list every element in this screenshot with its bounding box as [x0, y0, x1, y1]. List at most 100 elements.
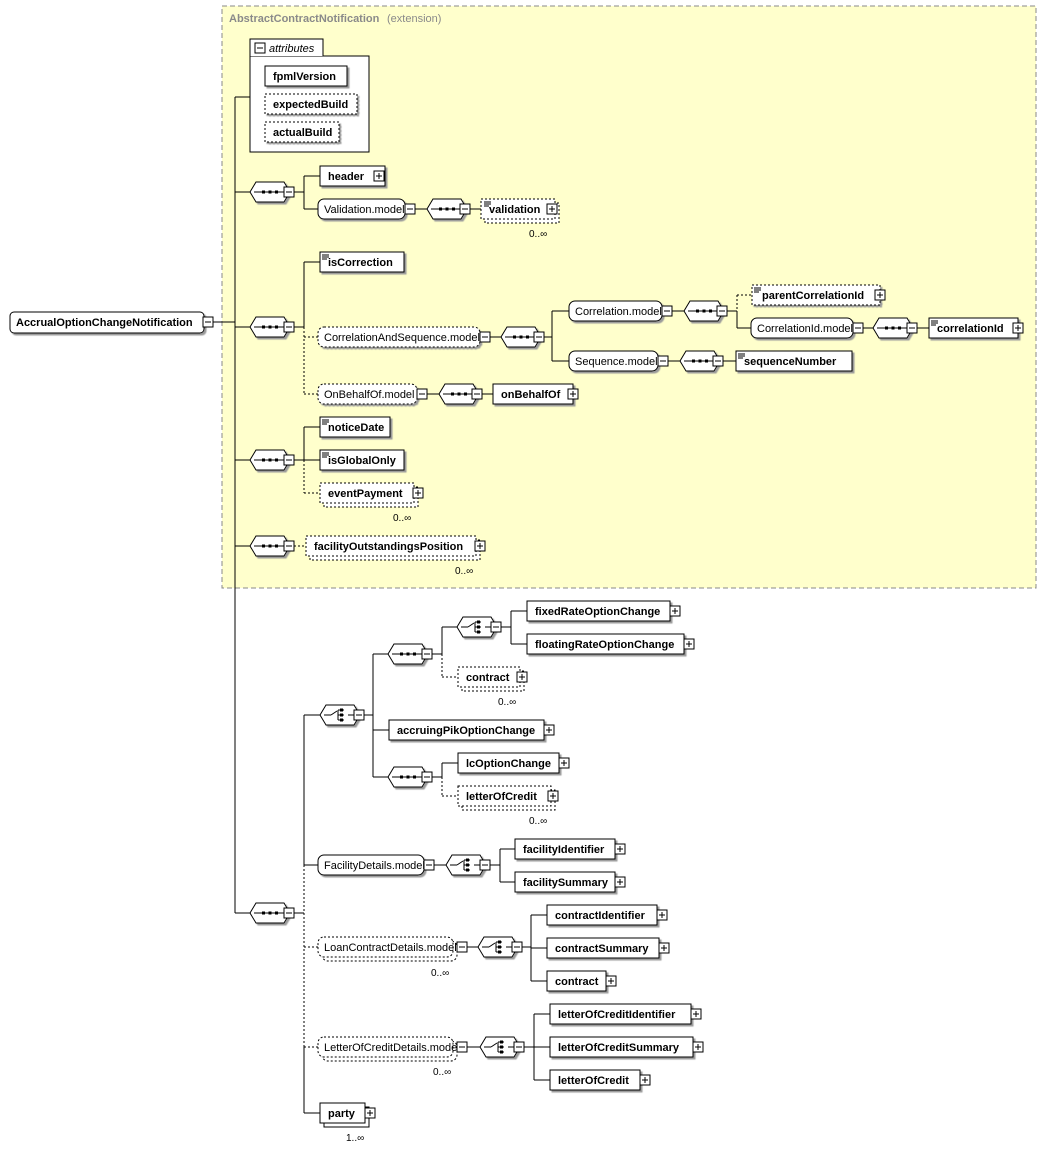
letter-of-credit-details-model-group[interactable]: LetterOfCreditDetails.model: [317, 1036, 460, 1062]
sequence-collapse-toggle[interactable]: [283, 186, 295, 198]
element-contract[interactable]: contract: [457, 666, 528, 692]
attribute-actualbuild[interactable]: [264, 121, 340, 143]
element-parentcorrelationid[interactable]: parentCorrelationId: [751, 284, 886, 306]
sequence-collapse-toggle[interactable]: [459, 203, 471, 215]
element-sequencenumber[interactable]: sequenceNumber: [735, 350, 853, 372]
element-validation[interactable]: validation: [480, 198, 560, 224]
correlation-model-group[interactable]: Correlation.model: [568, 300, 663, 322]
element-contractsummary[interactable]: contractSummary: [546, 937, 670, 959]
element-facilityoutstandingsposition[interactable]: facilityOutstandingsPosition: [305, 535, 486, 561]
sequence-model-collapse-toggle[interactable]: [657, 355, 669, 367]
choice-collapse-toggle[interactable]: [490, 621, 502, 633]
element-facilityidentifier-label: facilityIdentifier: [523, 844, 605, 856]
element-accruingpikoptionchange[interactable]: accruingPikOptionChange: [388, 719, 555, 741]
letter-of-credit-details-model-collapse-toggle[interactable]: [456, 1041, 468, 1053]
element-contractidentifier[interactable]: contractIdentifier: [546, 904, 668, 926]
choice-collapse-toggle[interactable]: [479, 859, 491, 871]
sequence-collapse-toggle[interactable]: [283, 907, 295, 919]
validation-model-collapse-toggle[interactable]: [404, 203, 416, 215]
sequence-collapse-toggle[interactable]: [283, 321, 295, 333]
element-onbehalfof[interactable]: onBehalfOf: [492, 383, 579, 405]
facility-details-model-collapse-toggle[interactable]: [423, 859, 435, 871]
element-noticedate[interactable]: noticeDate: [319, 416, 391, 438]
correlation-and-sequence-model-collapse-toggle[interactable]: [479, 331, 491, 343]
sequence-model-group[interactable]: Sequence.model: [568, 350, 659, 372]
element-facilitysummary-label: facilitySummary: [523, 877, 609, 889]
choice-collapse-toggle[interactable]: [513, 1041, 525, 1053]
connectors: [213, 96, 929, 1114]
element-facilityoutstandingsposition-label: facilityOutstandingsPosition: [314, 541, 463, 553]
choice-collapse-toggle[interactable]: [511, 941, 523, 953]
attribute-fpmlversion-label: fpmlVersion: [273, 71, 336, 83]
root-element-label: AccrualOptionChangeNotification: [16, 317, 193, 329]
expand-icon: [547, 790, 559, 802]
attributes-title: attributes: [269, 43, 315, 55]
element-letterofcredit[interactable]: letterOfCredit: [549, 1069, 651, 1091]
extension-base-label: AbstractContractNotification: [229, 13, 380, 25]
element-fixedrateoptionchange[interactable]: fixedRateOptionChange: [526, 600, 681, 622]
loan-contract-details-model-group[interactable]: LoanContractDetails.model: [317, 936, 458, 962]
model-groups: Validation.model CorrelationAndSequence.…: [317, 198, 864, 1062]
element-floatingrateoptionchange[interactable]: floatingRateOptionChange: [526, 633, 695, 655]
sequence-collapse-toggle[interactable]: [906, 322, 918, 334]
occurrence-label: 0..∞: [455, 566, 473, 577]
element-contract[interactable]: contract: [546, 970, 617, 992]
attribute-fpmlversion[interactable]: [264, 65, 348, 87]
sequence-collapse-toggle[interactable]: [283, 454, 295, 466]
correlation-and-sequence-model-group[interactable]: CorrelationAndSequence.model: [317, 326, 481, 348]
sequence-collapse-toggle[interactable]: [533, 331, 545, 343]
element-isglobalonly[interactable]: isGlobalOnly: [319, 449, 405, 471]
sequence-collapse-toggle[interactable]: [421, 771, 433, 783]
element-facilitysummary[interactable]: facilitySummary: [514, 871, 626, 893]
element-facilityidentifier[interactable]: facilityIdentifier: [514, 838, 626, 860]
sequence-collapse-toggle[interactable]: [283, 540, 295, 552]
facility-details-model-group[interactable]: FacilityDetails.model: [317, 854, 425, 876]
element-contractsummary-label: contractSummary: [555, 943, 649, 955]
on-behalf-of-model-group[interactable]: OnBehalfOf.model: [317, 383, 418, 405]
sequence-collapse-toggle[interactable]: [716, 305, 728, 317]
occurrence-label: 0..∞: [529, 816, 547, 827]
element-eventpayment[interactable]: eventPayment: [319, 482, 424, 508]
element-letterofcredit-label: letterOfCredit: [466, 791, 537, 803]
sequence-collapse-toggle[interactable]: [471, 388, 483, 400]
correlation-model-collapse-toggle[interactable]: [661, 305, 673, 317]
element-correlationid[interactable]: correlationId: [928, 317, 1024, 339]
expand-icon: [669, 605, 681, 617]
element-header-label: header: [328, 171, 365, 183]
root-element[interactable]: AccrualOptionChangeNotification: [9, 311, 205, 334]
elements: header validation isCorrection parentCor…: [305, 165, 1024, 1128]
expand-icon: [656, 909, 668, 921]
expand-icon: [474, 540, 486, 552]
element-letterofcredit[interactable]: letterOfCredit: [457, 785, 559, 811]
element-validation-label: validation: [489, 204, 541, 216]
occurrence-label: 0..∞: [393, 513, 411, 524]
correlation-id-model-collapse-toggle[interactable]: [852, 322, 864, 334]
correlation-id-model-label: CorrelationId.model: [757, 323, 853, 335]
choice-collapse-toggle[interactable]: [353, 709, 365, 721]
sequence-collapse-toggle[interactable]: [421, 648, 433, 660]
root-collapse-toggle[interactable]: [202, 316, 214, 328]
attribute-expectedbuild[interactable]: [264, 93, 358, 115]
element-iscorrection[interactable]: isCorrection: [319, 251, 405, 273]
loan-contract-details-model-collapse-toggle[interactable]: [456, 941, 468, 953]
element-letterofcreditsummary[interactable]: letterOfCreditSummary: [549, 1036, 704, 1058]
expand-icon: [639, 1074, 651, 1086]
on-behalf-of-model-collapse-toggle[interactable]: [416, 388, 428, 400]
expand-icon: [546, 203, 558, 215]
element-contract-label: contract: [555, 976, 599, 988]
correlation-id-model-group[interactable]: CorrelationId.model: [750, 317, 854, 339]
element-contractidentifier-label: contractIdentifier: [555, 910, 646, 922]
element-header[interactable]: header: [319, 165, 386, 187]
expand-icon: [1012, 322, 1024, 334]
element-letterofcreditidentifier[interactable]: letterOfCreditIdentifier: [549, 1003, 702, 1025]
loan-contract-details-model-label: LoanContractDetails.model: [324, 942, 457, 954]
expand-icon: [692, 1041, 704, 1053]
element-fixedrateoptionchange-label: fixedRateOptionChange: [535, 606, 660, 618]
expand-icon: [614, 876, 626, 888]
validation-model-group[interactable]: Validation.model: [317, 198, 406, 220]
sequence-collapse-toggle[interactable]: [712, 355, 724, 367]
element-lcoptionchange[interactable]: lcOptionChange: [457, 752, 570, 774]
attributes-collapse-toggle[interactable]: [254, 42, 266, 54]
element-letterofcreditidentifier-label: letterOfCreditIdentifier: [558, 1009, 676, 1021]
element-party[interactable]: party: [319, 1102, 376, 1128]
